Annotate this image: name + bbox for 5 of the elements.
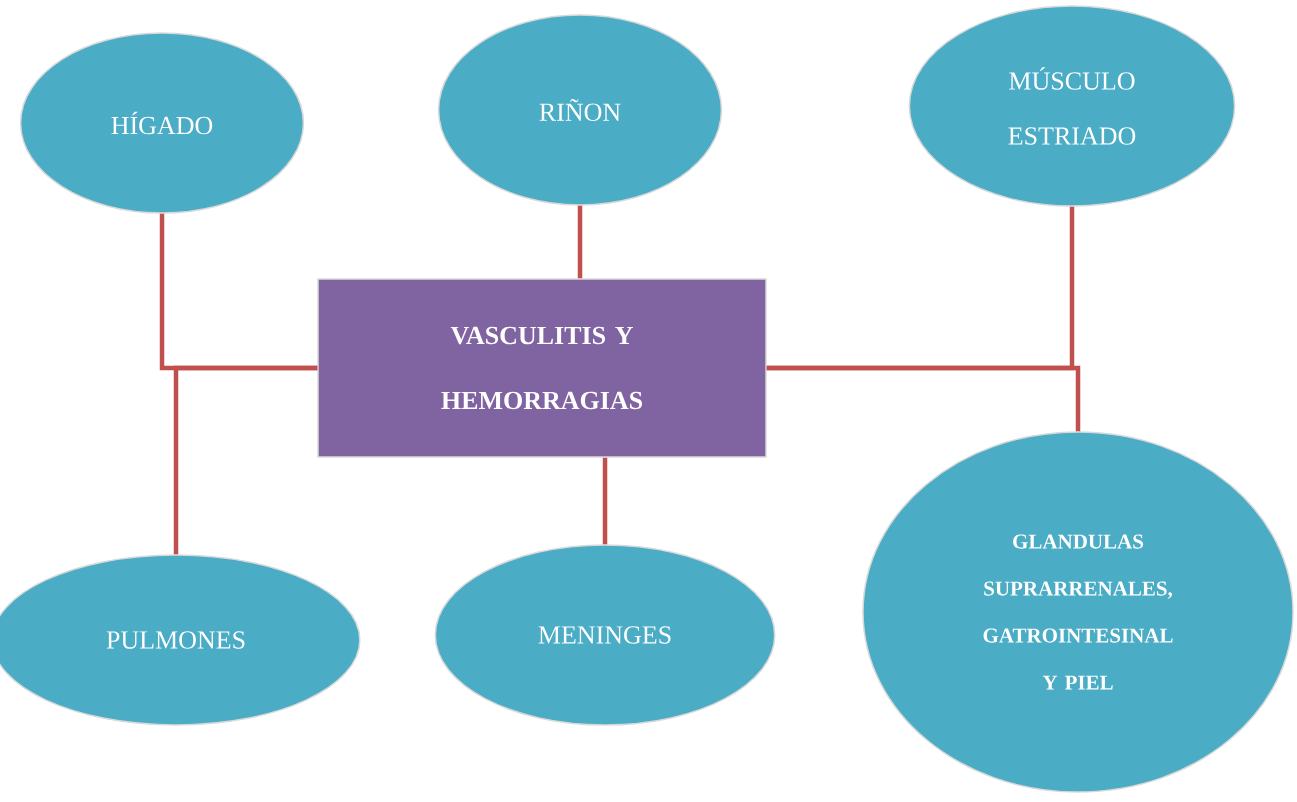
connector-line [577,205,583,279]
connector-line [173,365,318,555]
connector-line [602,457,608,545]
connector-line [766,365,1081,432]
center-box: VASCULITIS Y HEMORRAGIAS [317,278,767,458]
